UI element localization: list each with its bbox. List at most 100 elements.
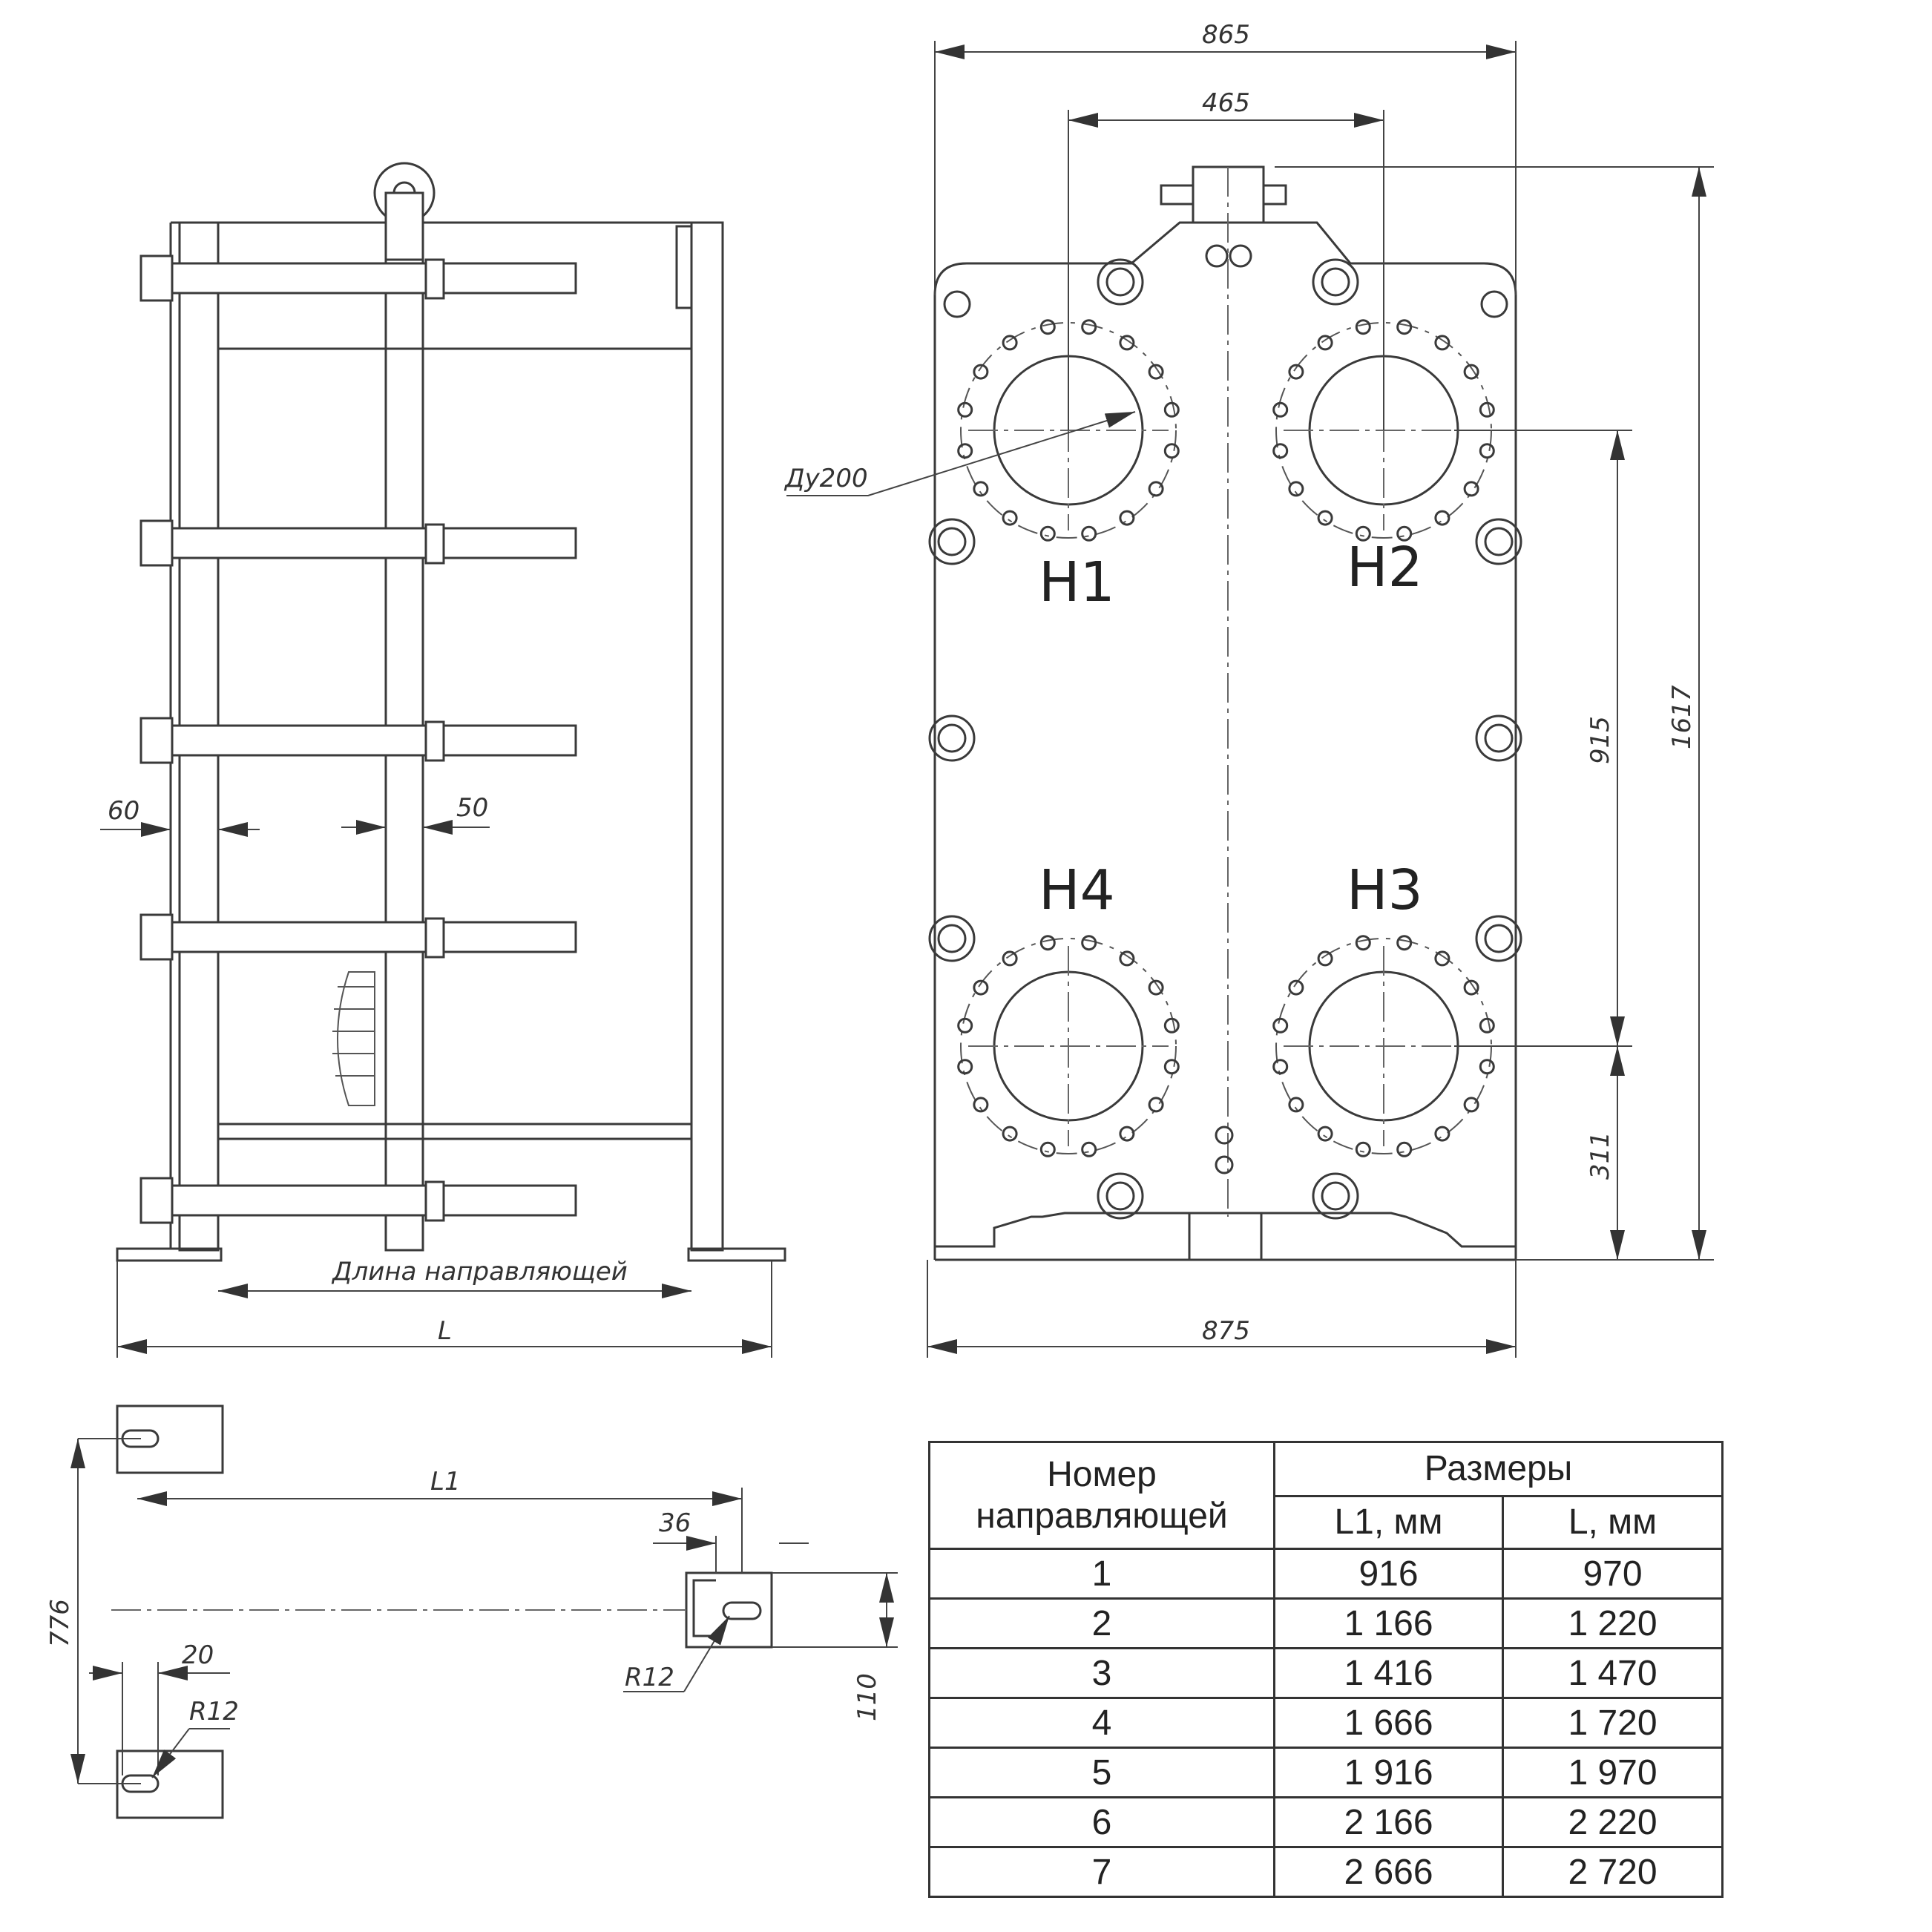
flange-hole-icon [1479,443,1495,459]
flange-hole-icon [1119,335,1135,351]
flange-hole-icon [1163,1059,1180,1075]
dim-R12-lower: R12 [189,1697,239,1726]
bolt-icon [1097,1172,1144,1220]
flange-hole-icon [1463,481,1479,497]
flange-hole-icon [973,979,989,996]
flange-hole-icon [1081,1141,1097,1157]
flange-hole-icon [1039,935,1056,951]
flange-hole-icon [1081,935,1097,951]
cell-l: 1 720 [1502,1697,1724,1749]
port-label-h2: H2 [1347,536,1423,599]
flange-hole-icon [1317,510,1333,526]
flange-hole-icon [1002,1126,1018,1142]
cell-l1: 2 666 [1273,1846,1504,1898]
bolt-icon [1475,714,1522,762]
flange-hole-icon [1002,950,1018,967]
cell-l: 1 970 [1502,1747,1724,1798]
flange-hole-icon [1119,1126,1135,1142]
dim-110: 110 [852,1673,882,1721]
flange-hole-icon [1081,319,1097,335]
port-label-h3: H3 [1347,858,1423,922]
flange-hole-icon [1148,364,1164,380]
dimensions-table: Номер направляющей Размеры L1, мм L, мм … [928,1441,1724,1898]
dim-776: 776 [45,1599,75,1647]
flange-hole-icon [1288,979,1304,996]
bolt-icon [1312,1172,1359,1220]
flange-hole-icon [1163,401,1180,418]
flange-hole-icon [1434,950,1450,967]
flange-hole-icon [1355,525,1371,542]
guide-length-label: Длина направляющей [331,1257,628,1287]
tie-bolt [139,913,577,961]
col-header-l1: L1, мм [1273,1495,1504,1550]
col-header-number: Номер направляющей [928,1441,1275,1550]
tie-bolt [139,1177,577,1224]
side-view: 60 50 Длина направляющей L [100,162,786,1358]
flange-hole-icon [1355,1141,1371,1157]
flange-hole-icon [957,1017,973,1034]
cell-number: 1 [928,1548,1275,1600]
flange-hole-icon [1163,443,1180,459]
flange-hole-icon [1479,1059,1495,1075]
flange-hole-icon [1163,1017,1180,1034]
dim-20: 20 [182,1640,214,1670]
cell-number: 7 [928,1846,1275,1898]
front-view: H1 H2 H4 H3 Ду200 865 465 1617 915 311 [783,20,1714,1358]
cell-number: 3 [928,1647,1275,1699]
flange-hole-icon [1039,319,1056,335]
bolt-icon [1312,258,1359,306]
flange-hole-icon [1148,481,1164,497]
dim-L1: L1 [430,1467,461,1496]
flange-hole-icon [1288,481,1304,497]
flange-hole-icon [1002,510,1018,526]
bolt-icon [1475,915,1522,962]
dim-311: 311 [1586,1131,1615,1180]
flange-hole-icon [973,1097,989,1113]
port-label-h1: H1 [1039,551,1115,614]
dim-465: 465 [1202,88,1250,118]
cell-l: 970 [1502,1548,1724,1600]
cell-number: 6 [928,1796,1275,1848]
flange-hole-icon [1434,335,1450,351]
cell-l1: 1 666 [1273,1697,1504,1749]
col-header-l: L, мм [1502,1495,1724,1550]
cell-l1: 916 [1273,1548,1504,1600]
flange-hole-icon [1479,1017,1495,1034]
flange-hole-icon [1434,510,1450,526]
flange-hole-icon [1148,979,1164,996]
dim-1617: 1617 [1667,685,1697,749]
flange-hole-icon [1434,1126,1450,1142]
cell-l1: 1 916 [1273,1747,1504,1798]
port-diameter-label: Ду200 [783,464,868,493]
flange-hole-icon [1355,319,1371,335]
flange-hole-icon [1119,510,1135,526]
dim-865: 865 [1202,20,1250,50]
cell-l: 2 720 [1502,1846,1724,1898]
cell-l1: 1 416 [1273,1647,1504,1699]
flange-hole-icon [1479,401,1495,418]
flange-hole-icon [1272,401,1289,418]
rear-column [690,221,724,1252]
length-label: L [438,1316,452,1346]
slot-detail: L1 36 776 20 R12 R12 110 [45,1404,898,1819]
flange-hole-icon [1288,364,1304,380]
cell-number: 2 [928,1597,1275,1649]
flange-hole-icon [1317,950,1333,967]
flange-hole-icon [1463,979,1479,996]
flange-hole-icon [1396,319,1413,335]
flange-hole-icon [1272,443,1289,459]
flange-hole-icon [1081,525,1097,542]
bolt-icon [928,518,976,565]
col-header-sizes: Размеры [1273,1441,1724,1497]
dim-875: 875 [1202,1316,1250,1346]
bolt-icon [928,714,976,762]
flange-hole-icon [1148,1097,1164,1113]
flange-hole-icon [1272,1017,1289,1034]
